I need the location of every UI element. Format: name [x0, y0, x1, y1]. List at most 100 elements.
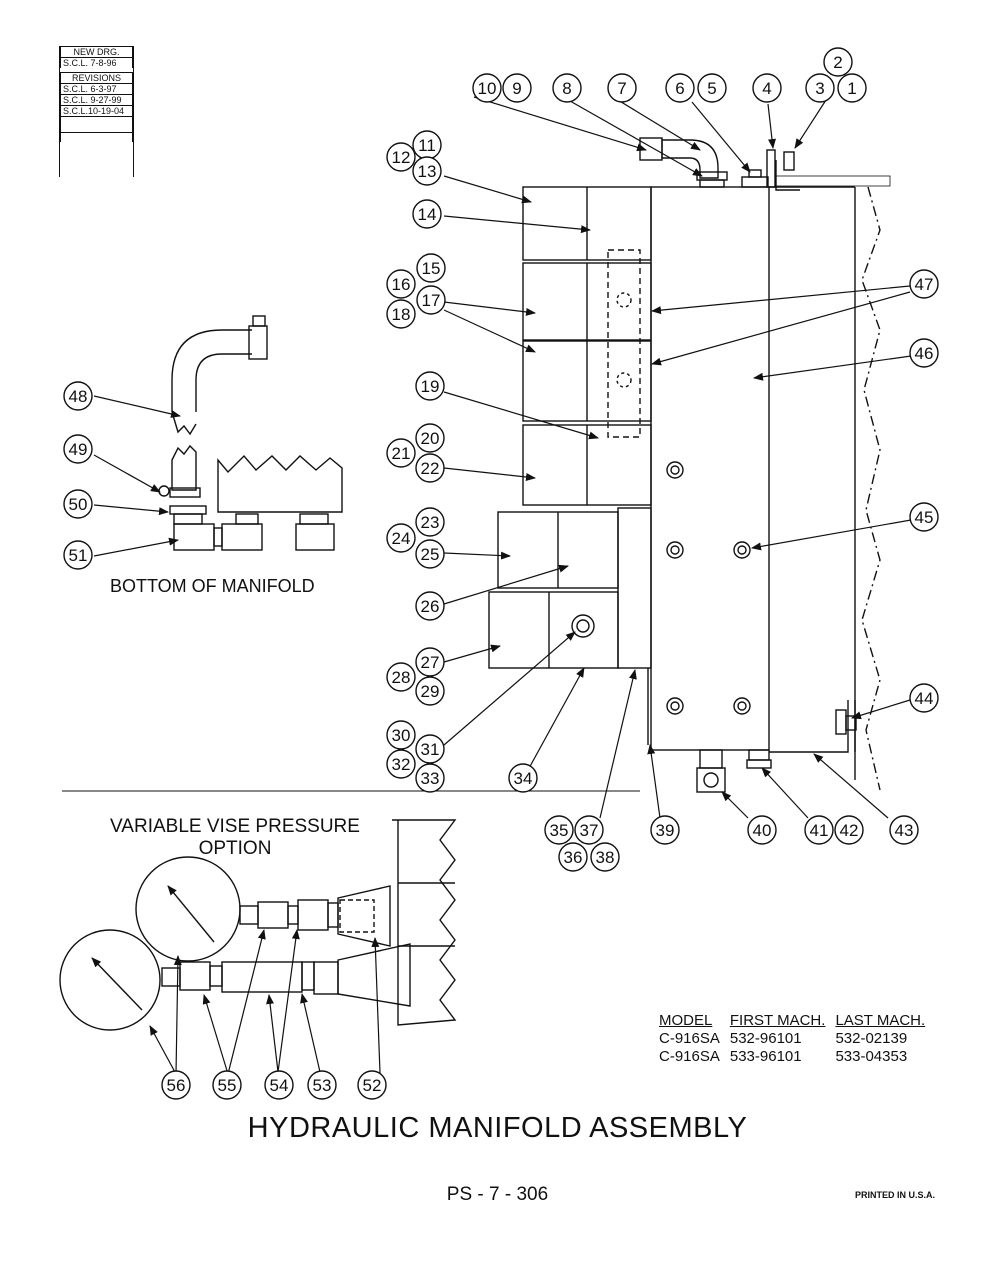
- callout-circle: [386, 749, 416, 779]
- callout-circle: [415, 676, 445, 706]
- callout-number: 2: [833, 53, 842, 72]
- leader-lines: [93, 96, 912, 1075]
- table-row: C-916SA 532-96101 532-02139: [655, 1030, 931, 1048]
- callout-circle: [823, 47, 853, 77]
- new-drawing-label: NEW DRG.: [60, 46, 133, 57]
- callout-number: 36: [564, 848, 583, 867]
- models-header-model: MODEL: [659, 1012, 713, 1029]
- callout-circle: [264, 1070, 294, 1100]
- callout-circle: [416, 253, 446, 283]
- callout-9: 9: [502, 73, 532, 103]
- callout-circle: [412, 199, 442, 229]
- callout-4: 4: [752, 73, 782, 103]
- callout-circle: [650, 815, 680, 845]
- callout-circle: [544, 815, 574, 845]
- callout-number: 50: [69, 495, 88, 514]
- callout-number: 29: [421, 682, 440, 701]
- callout-38: 38: [590, 842, 620, 872]
- callout-circle: [909, 683, 939, 713]
- callout-number: 11: [418, 136, 436, 155]
- callout-circle: [909, 269, 939, 299]
- callout-1: 1: [837, 73, 867, 103]
- callout-number: 47: [915, 275, 934, 294]
- callout-circle: [386, 142, 416, 172]
- valve-stack: [488, 186, 652, 745]
- callout-34: 34: [508, 763, 538, 793]
- callout-number: 1: [847, 79, 856, 98]
- page-number: PS - 7 - 306: [446, 1184, 549, 1205]
- callout-number: 27: [421, 653, 440, 672]
- callout-number: 8: [562, 79, 571, 98]
- callout-39: 39: [650, 815, 680, 845]
- new-drawing-date: S.C.L. 7-8-96: [60, 57, 133, 68]
- variable-vise-label-line1: VARIABLE VISE PRESSURE: [110, 816, 360, 837]
- callout-number: 48: [69, 387, 88, 406]
- callout-circle: [574, 815, 604, 845]
- variable-vise-label-line2: OPTION: [198, 838, 272, 859]
- callout-36: 36: [558, 842, 588, 872]
- callout-circle: [415, 591, 445, 621]
- callout-circle: [386, 299, 416, 329]
- callout-circle: [63, 540, 93, 570]
- callout-24: 24: [386, 523, 416, 553]
- callout-46: 46: [909, 338, 939, 368]
- callout-circle: [415, 647, 445, 677]
- models-header-first: FIRST MACH.: [729, 1012, 826, 1029]
- table-row: C-916SA 533-96101 533-04353: [655, 1048, 931, 1066]
- callout-number: 19: [421, 377, 440, 396]
- callout-29: 29: [415, 676, 445, 706]
- callout-circle: [889, 815, 919, 845]
- callout-17: 17: [416, 285, 446, 315]
- callout-circle: [415, 423, 445, 453]
- callout-number: 31: [421, 740, 440, 759]
- top-fittings: [639, 137, 800, 191]
- callout-26: 26: [415, 591, 445, 621]
- callout-circle: [837, 73, 867, 103]
- callout-number: 54: [270, 1076, 289, 1095]
- callout-37: 37: [574, 815, 604, 845]
- callout-number: 41: [810, 821, 829, 840]
- callout-circle: [472, 73, 502, 103]
- callout-53: 53: [307, 1070, 337, 1100]
- callout-16: 16: [386, 269, 416, 299]
- variable-vise-option: [59, 819, 457, 1031]
- callout-circle: [307, 1070, 337, 1100]
- callout-2: 2: [823, 47, 853, 77]
- callout-number: 35: [550, 821, 569, 840]
- main-manifold-body: [650, 175, 891, 791]
- callout-circle: [386, 269, 416, 299]
- callout-circle: [804, 815, 834, 845]
- page-title: HYDRAULIC MANIFOLD ASSEMBLY: [247, 1112, 748, 1144]
- callout-layer: 1234567891011121314151617181920212223242…: [63, 47, 939, 1100]
- callout-23: 23: [415, 507, 445, 537]
- callout-21: 21: [386, 438, 416, 468]
- callout-number: 37: [580, 821, 599, 840]
- callout-circle: [747, 815, 777, 845]
- callout-41: 41: [804, 815, 834, 845]
- callout-number: 56: [167, 1076, 186, 1095]
- callout-10: 10: [472, 73, 502, 103]
- models-table: MODEL FIRST MACH. LAST MACH. C-916SA 532…: [655, 1012, 931, 1066]
- callout-12: 12: [386, 142, 416, 172]
- callout-number: 7: [617, 79, 626, 98]
- callout-number: 51: [69, 546, 88, 565]
- callout-number: 20: [421, 429, 440, 448]
- models-header-row: MODEL FIRST MACH. LAST MACH.: [655, 1012, 931, 1030]
- callout-35: 35: [544, 815, 574, 845]
- callout-30: 30: [386, 720, 416, 750]
- callout-42: 42: [834, 815, 864, 845]
- callout-number: 16: [392, 275, 411, 294]
- callout-number: 15: [422, 259, 441, 278]
- callout-number: 3: [815, 79, 824, 98]
- callout-31: 31: [415, 734, 445, 764]
- callout-number: 22: [421, 459, 440, 478]
- revision-entry-1: S.C.L. 6-3-97: [60, 83, 133, 94]
- callout-number: 21: [392, 444, 411, 463]
- callout-circle: [63, 434, 93, 464]
- models-cell: 533-96101: [729, 1048, 802, 1065]
- callout-circle: [357, 1070, 387, 1100]
- variable-vise-label: VARIABLE VISE PRESSURE OPTION: [100, 816, 370, 860]
- models-cell: C-916SA: [659, 1048, 720, 1065]
- callout-8: 8: [552, 73, 582, 103]
- callout-number: 38: [596, 848, 615, 867]
